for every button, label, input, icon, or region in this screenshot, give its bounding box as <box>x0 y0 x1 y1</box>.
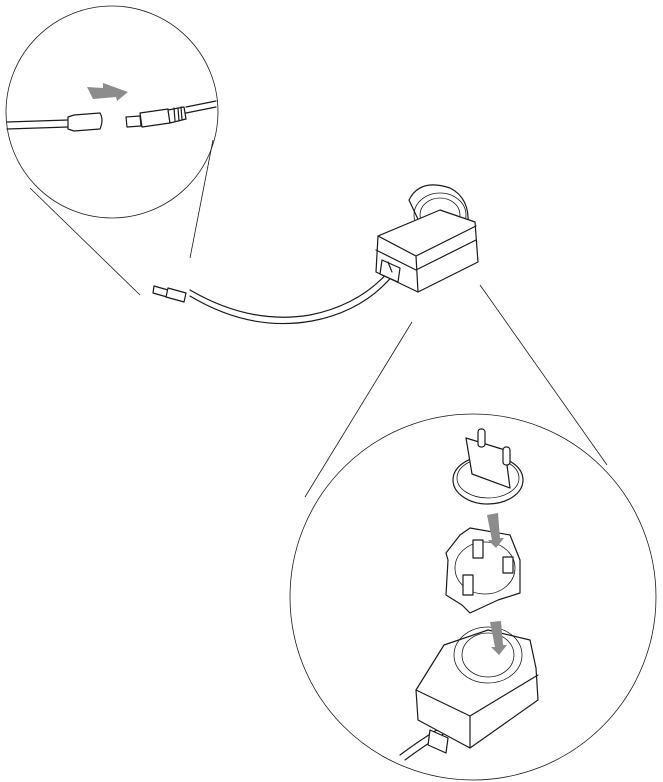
arrow-right-icon <box>87 83 128 101</box>
dc-connector-detail <box>5 5 219 219</box>
adapter-body <box>399 621 539 761</box>
arrow-down-icon <box>487 513 504 548</box>
leader-lines <box>29 139 608 498</box>
eu-plug-adapter <box>452 428 524 505</box>
arrow-down-icon <box>490 621 507 655</box>
uk-plug-clip <box>445 513 521 614</box>
power-adapter <box>152 184 479 325</box>
plug-change-detail <box>289 413 657 781</box>
